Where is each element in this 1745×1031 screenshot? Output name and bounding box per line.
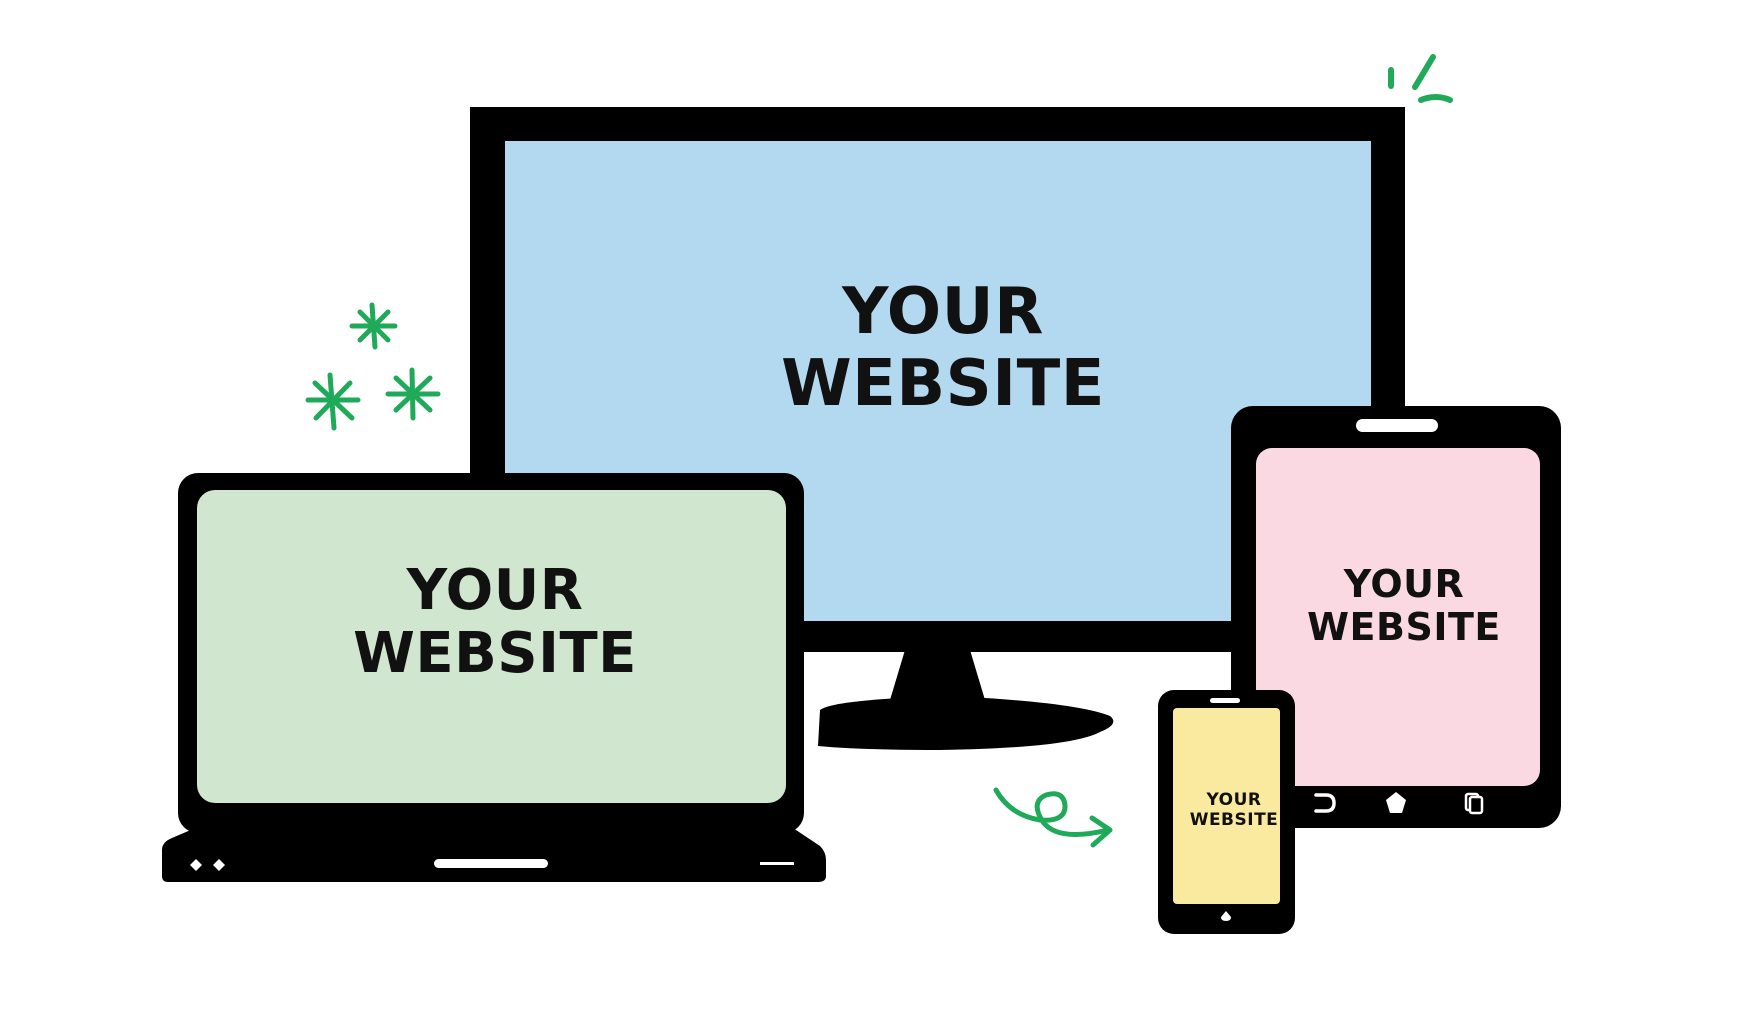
laptop-indicator-light: [190, 859, 202, 871]
tablet: [1231, 406, 1561, 828]
phone-text-line2: WEBSITE: [1189, 810, 1279, 831]
laptop-base: [162, 826, 826, 882]
monitor-text-line2: WEBSITE: [781, 346, 1105, 421]
phone-screen: [1173, 708, 1280, 904]
laptop-trackpad-slot: [434, 859, 548, 868]
recent-apps-icon: [1464, 792, 1484, 815]
monitor-screen-text: YOUR WEBSITE: [513, 275, 1373, 421]
monitor-text-line1: YOUR: [842, 275, 1044, 349]
phone-text-line1: YOUR: [1206, 790, 1262, 810]
laptop-screen-text: YOUR WEBSITE: [199, 558, 791, 686]
sparkle-icon: [349, 302, 398, 350]
monitor-stand-base: [818, 698, 1114, 750]
monitor-stand-neck: [890, 650, 985, 700]
laptop-text-line1: YOUR: [406, 558, 584, 623]
arrow-head-icon: [1089, 815, 1113, 848]
laptop-indicator-light: [213, 859, 225, 871]
tablet-text-line2: WEBSITE: [1307, 604, 1501, 649]
phone-speaker-slot: [1210, 698, 1240, 703]
sparkle-icon: [385, 367, 441, 421]
sparkle-icon: [305, 372, 361, 431]
back-icon: [1314, 793, 1336, 813]
phone-home-button: [1221, 911, 1231, 921]
tablet-text-line1: YOUR: [1343, 562, 1465, 606]
laptop-port-line: [760, 862, 794, 865]
home-icon: [1386, 792, 1406, 813]
laptop-screen: [197, 490, 786, 803]
tablet-speaker-slot: [1356, 419, 1438, 432]
laptop: [162, 473, 826, 882]
smartphone: [1158, 690, 1295, 934]
tablet-screen: [1256, 448, 1540, 786]
laptop-text-line2: WEBSITE: [353, 620, 637, 686]
burst-lines-icon: [1388, 54, 1453, 103]
phone-screen-text: YOUR WEBSITE: [1179, 790, 1289, 831]
tablet-screen-text: YOUR WEBSITE: [1266, 563, 1542, 648]
curly-arrow-icon: [993, 787, 1111, 837]
